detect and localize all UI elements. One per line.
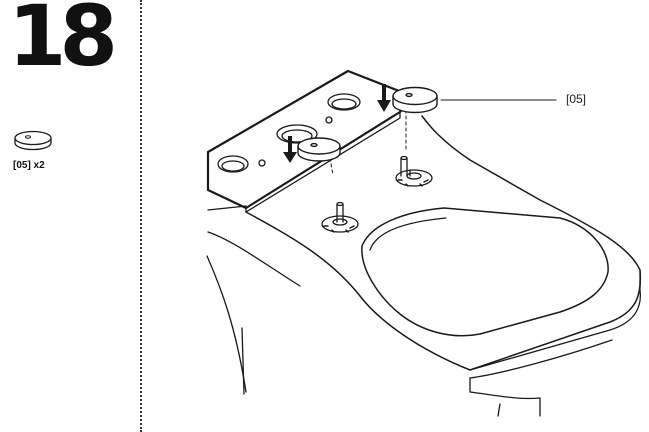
bowl-opening — [361, 207, 609, 337]
cistern-back-line — [207, 205, 247, 211]
hinge-bolt-front — [321, 201, 359, 233]
guide-line-front — [329, 157, 334, 176]
callout-label-part-05: [05] — [566, 92, 587, 106]
pan-rim-bottom — [469, 269, 642, 371]
down-arrow-icon — [377, 84, 391, 112]
pan-base — [469, 377, 541, 400]
lid-hole-front-inner — [221, 160, 245, 172]
lid-hole-back-inner — [331, 98, 357, 110]
cistern-inner-line — [241, 327, 245, 395]
cistern-lower-left — [206, 255, 247, 393]
lid-hole-middle-inner — [281, 129, 313, 143]
section-divider — [140, 0, 142, 432]
hinge-bolt-back — [395, 155, 433, 187]
lid-hole-middle — [276, 124, 318, 144]
pan-rim-lower — [469, 339, 613, 379]
parts-list: [05] x2 — [10, 128, 110, 178]
lid-small-hole-2 — [325, 116, 333, 124]
cistern-lid-edge — [245, 111, 401, 213]
seat-bolt-cap-icon — [14, 130, 52, 151]
step-number: 18 — [8, 0, 118, 85]
seat-cap-front — [297, 137, 341, 162]
pan-body-left — [497, 403, 501, 417]
part-quantity-label: [05] x2 — [13, 160, 45, 171]
pan-outer-rim — [245, 115, 642, 371]
lid-hole-front — [217, 155, 249, 173]
lid-hole-back — [327, 93, 361, 111]
down-arrow-icon — [283, 136, 297, 163]
bowl-inner-edge — [369, 217, 447, 251]
lid-small-hole — [258, 159, 266, 167]
seat-cap-back — [392, 86, 438, 114]
cistern-front-edge — [207, 231, 301, 287]
